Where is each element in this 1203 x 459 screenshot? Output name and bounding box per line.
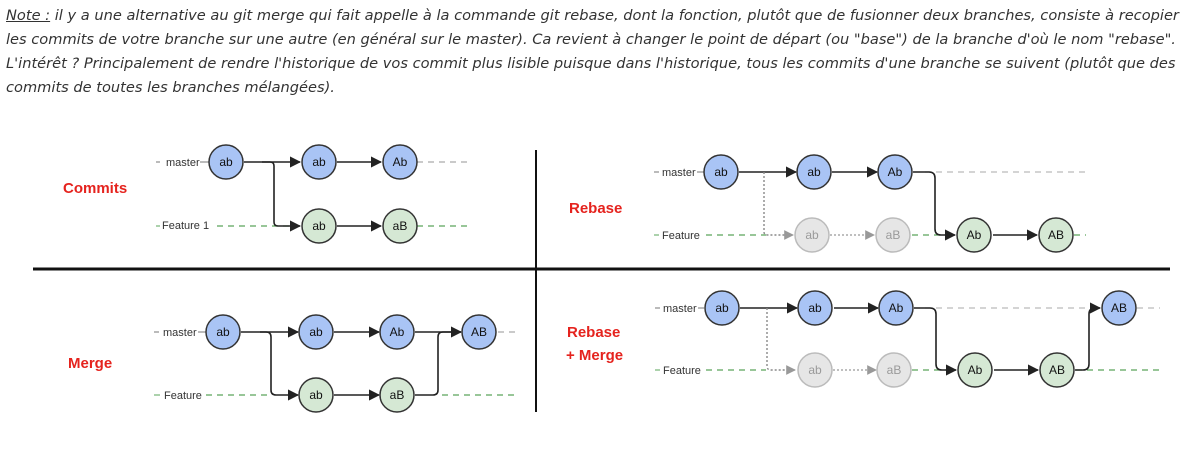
commit-node: ab	[205, 314, 241, 350]
rebase-feature-label: Feature	[662, 230, 700, 242]
rebase-title: Rebase	[569, 200, 622, 217]
commit-label: Ab	[889, 301, 904, 315]
diagram-merge: Merge master Feature ab ab Ab AB ab aB	[68, 314, 515, 413]
commit-label: Ab	[393, 155, 408, 169]
commit-node: ab	[208, 144, 244, 180]
commit-node: AB	[461, 314, 497, 350]
commit-node: ab	[301, 144, 337, 180]
commit-label: aB	[393, 219, 408, 233]
commit-node: Ab	[957, 352, 993, 388]
rebase-merge-feature-label: Feature	[663, 365, 701, 377]
ghost-commit-node: aB	[875, 217, 911, 253]
commit-label: ab	[219, 155, 233, 169]
commit-node: ab	[298, 314, 334, 350]
commit-label: Ab	[968, 363, 983, 377]
commit-label: AB	[1048, 228, 1064, 242]
commit-node: ab	[703, 154, 739, 190]
commit-label: AB	[1111, 301, 1127, 315]
diagram-rebase-merge: Rebase + Merge master Feature ab ab Ab A…	[566, 290, 1160, 388]
merge-feature-label: Feature	[164, 390, 202, 402]
ghost-commit-node: ab	[797, 352, 833, 388]
commit-node: Ab	[379, 314, 415, 350]
merge-title: Merge	[68, 355, 112, 372]
commit-node: ab	[704, 290, 740, 326]
commit-label: ab	[216, 325, 230, 339]
note-paragraph: Note : il y a une alternative au git mer…	[6, 4, 1198, 100]
commit-node: ab	[797, 290, 833, 326]
commit-label: ab	[312, 155, 326, 169]
commit-label: AB	[471, 325, 487, 339]
note-label: Note :	[6, 7, 51, 24]
commit-node: aB	[382, 208, 418, 244]
commit-label: ab	[807, 165, 821, 179]
commit-label: ab	[715, 301, 729, 315]
rebase-merge-master-label: master	[663, 303, 697, 315]
commit-node: AB	[1039, 352, 1075, 388]
commit-label: Ab	[390, 325, 405, 339]
commit-node: aB	[379, 377, 415, 413]
commit-label: aB	[887, 363, 902, 377]
commit-label: aB	[390, 388, 405, 402]
commit-label: AB	[1049, 363, 1065, 377]
commits-feature-label: Feature 1	[162, 220, 209, 232]
commit-label: ab	[808, 363, 822, 377]
merge-master-label: master	[163, 327, 197, 339]
commit-node: ab	[298, 377, 334, 413]
commit-node: Ab	[382, 144, 418, 180]
commit-label: aB	[886, 228, 901, 242]
rebase-merge-title-line2: + Merge	[566, 347, 623, 364]
commit-label: Ab	[967, 228, 982, 242]
commit-label: ab	[714, 165, 728, 179]
note-text: il y a une alternative au git merge qui …	[6, 7, 1179, 96]
commit-label: ab	[309, 388, 323, 402]
rebase-merge-title-line1: Rebase	[567, 324, 620, 341]
rebase-master-label: master	[662, 167, 696, 179]
ghost-commit-node: ab	[794, 217, 830, 253]
commits-title: Commits	[63, 180, 127, 197]
commits-master-label: master	[166, 157, 200, 169]
commit-node: AB	[1038, 217, 1074, 253]
diagram-rebase: Rebase master Feature ab ab Ab ab aB Ab …	[569, 154, 1090, 253]
commit-node: Ab	[878, 290, 914, 326]
ghost-commit-node: aB	[876, 352, 912, 388]
commit-node: Ab	[877, 154, 913, 190]
commit-node: AB	[1101, 290, 1137, 326]
commit-node: ab	[301, 208, 337, 244]
commit-label: ab	[805, 228, 819, 242]
commit-node: ab	[796, 154, 832, 190]
commit-label: ab	[312, 219, 326, 233]
commit-label: ab	[309, 325, 323, 339]
commit-node: Ab	[956, 217, 992, 253]
commit-label: ab	[808, 301, 822, 315]
diagram-commits: Commits master Feature 1 ab ab Ab ab aB	[63, 144, 470, 244]
commit-label: Ab	[888, 165, 903, 179]
